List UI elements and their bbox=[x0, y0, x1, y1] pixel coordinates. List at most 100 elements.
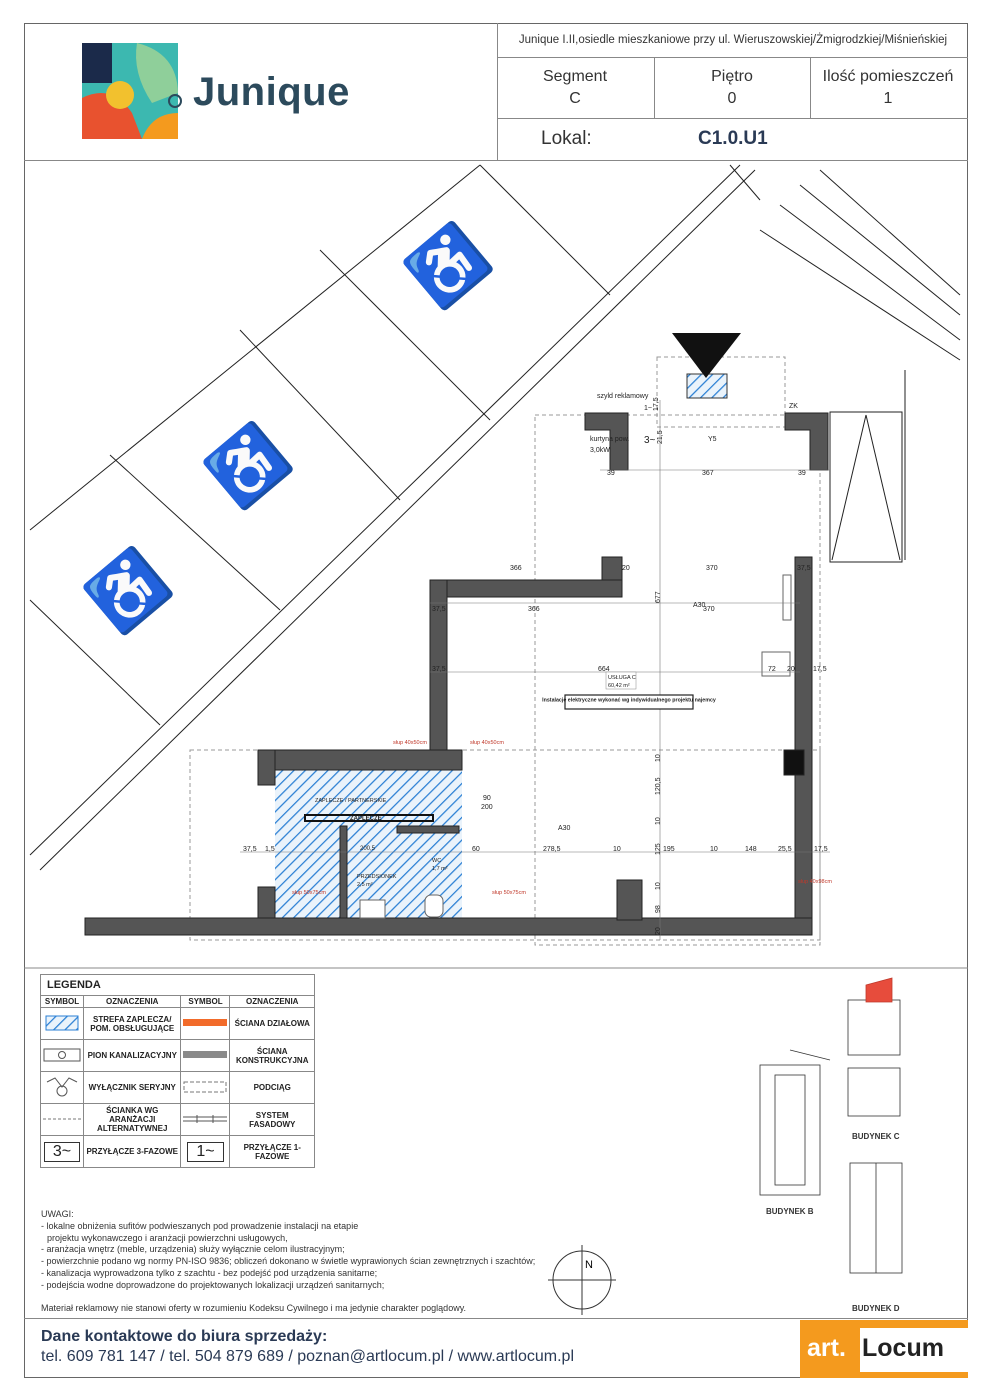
note-item: - aranżacja wnętrz (meble, urządzenia) s… bbox=[41, 1244, 345, 1255]
back-room-label: ZAPLECZE / PARTNERSKIE bbox=[315, 798, 387, 804]
legend-label: PRZYŁĄCZE 1-FAZOWE bbox=[229, 1135, 315, 1168]
curtain-value: 3,0kW bbox=[590, 447, 610, 454]
dim-label: 37,5 bbox=[797, 565, 811, 572]
footer-divider bbox=[24, 1318, 968, 1319]
legend-label: WYŁĄCZNIK SERYJNY bbox=[82, 1071, 182, 1104]
corridor-area: 2,5 m² bbox=[357, 882, 373, 888]
legend-header: OZNACZENIA bbox=[82, 995, 182, 1008]
disclaimer: Materiał reklamowy nie stanowi oferty w … bbox=[41, 1302, 467, 1313]
y5-label: Y5 bbox=[708, 436, 717, 443]
header-divider bbox=[654, 57, 655, 118]
legend-label: ŚCIANA DZIAŁOWA bbox=[229, 1007, 315, 1040]
entrance-arrow-icon bbox=[672, 333, 741, 378]
legend-label: PION KANALIZACYJNY bbox=[82, 1039, 182, 1072]
building-c-label: BUDYNEK C bbox=[852, 1132, 900, 1141]
building-c-plan bbox=[847, 999, 901, 1056]
dim-label: 20 bbox=[622, 565, 630, 572]
legend-title: LEGENDA bbox=[40, 974, 315, 996]
dimension-lines bbox=[240, 400, 830, 940]
dim-label: 60 bbox=[472, 846, 480, 853]
junique-logo-icon bbox=[82, 43, 182, 139]
dim-label: A30 bbox=[693, 602, 706, 609]
note-item: - lokalne obniżenia sufitów podwieszanyc… bbox=[41, 1220, 359, 1231]
corridor-label: PRZEDSIONEK bbox=[357, 874, 397, 880]
logo-text: Junique bbox=[193, 70, 350, 114]
column-label: słup 40x50cm bbox=[393, 740, 427, 746]
dim-label: 20 bbox=[655, 927, 662, 935]
dim-label: 370 bbox=[703, 606, 715, 613]
dim-label: 195 bbox=[663, 846, 675, 853]
zk-label: ZK bbox=[789, 403, 798, 410]
notes-title: UWAGI: bbox=[41, 1209, 74, 1219]
dim-label: 17,5 bbox=[814, 846, 828, 853]
dim-label: 72 bbox=[768, 666, 776, 673]
building-d-label: BUDYNEK D bbox=[852, 1304, 900, 1313]
room-name: USŁUGA C bbox=[608, 675, 636, 681]
dim-label: 17,5 bbox=[653, 397, 660, 411]
dim-label: 17,5 bbox=[813, 666, 827, 673]
dim-label: 148 bbox=[745, 846, 757, 853]
wc-label: WC bbox=[432, 858, 441, 864]
dim-label: A30 bbox=[558, 825, 571, 832]
building-b-label: BUDYNEK B bbox=[766, 1207, 814, 1216]
floor-value: 0 bbox=[727, 90, 737, 107]
dim-label: 366 bbox=[510, 565, 522, 572]
dim-label: 200 bbox=[481, 804, 493, 811]
one-phase-symbol: 1~ bbox=[187, 1141, 224, 1162]
dim-label: 278,5 bbox=[543, 846, 561, 853]
sheet-frame bbox=[24, 23, 968, 1378]
one-phase-icon: 1~ bbox=[180, 1135, 231, 1168]
legend-header: SYMBOL bbox=[180, 995, 231, 1008]
legend-label: ŚCIANA KONSTRUKCYJNA bbox=[229, 1039, 315, 1072]
note-item: projektu wykonawczego i aranżacji powier… bbox=[47, 1232, 288, 1243]
three-phase-icon: 3~ bbox=[40, 1135, 84, 1168]
compass-icon: N bbox=[548, 1245, 616, 1315]
dim-label: 20 bbox=[787, 666, 795, 673]
column-label: słup 50x75cm bbox=[292, 890, 326, 896]
legend-label: PODCIĄG bbox=[229, 1071, 315, 1104]
wheelchair-icon: ♿ bbox=[397, 215, 499, 316]
sign-label: szyld reklamowy bbox=[597, 393, 649, 400]
curtain-label: kurtyna pow. bbox=[590, 436, 629, 443]
dim-label: 1,5 bbox=[265, 846, 275, 853]
room-area: 60,42 m² bbox=[608, 683, 630, 689]
dim-label: 25,5 bbox=[778, 846, 792, 853]
compass-north: N bbox=[585, 1259, 593, 1271]
note-item: - podejścia wodne doprowadzone do projek… bbox=[41, 1279, 385, 1290]
legend-header: SYMBOL bbox=[40, 995, 84, 1008]
structural-wall-icon bbox=[180, 1039, 231, 1072]
legend-label: ŚCIANKA WG ARANŻACJI ALTERNATYWNEJ bbox=[82, 1103, 182, 1136]
dim-label: 10 bbox=[710, 846, 718, 853]
rooms-label: Ilość pomieszczeń bbox=[822, 68, 954, 85]
dim-label: 10 bbox=[613, 846, 621, 853]
dim-label: 98 bbox=[655, 905, 662, 913]
wheelchair-icon: ♿ bbox=[77, 540, 179, 641]
dim-label: 10 bbox=[655, 754, 662, 762]
dim-label: 37,5 bbox=[432, 606, 446, 613]
parking-area bbox=[29, 164, 961, 871]
dim-label: 10 bbox=[655, 882, 662, 890]
dim-label: 367 bbox=[702, 470, 714, 477]
dim-label: 664 bbox=[598, 666, 610, 673]
electrical-note: Instalacje elektryczne wykonać wg indywi… bbox=[542, 698, 716, 704]
header-divider bbox=[810, 57, 811, 118]
column-label: słup 50x75cm bbox=[492, 890, 526, 896]
segment-label: Segment bbox=[542, 68, 608, 85]
dim-label: 21,5 bbox=[657, 430, 664, 444]
dim-label: 370 bbox=[706, 565, 718, 572]
note-item: - powierzchnie podano wg normy PN-ISO 98… bbox=[41, 1256, 536, 1267]
note-item: - kanalizacja wyprowadzona tylko z szach… bbox=[41, 1267, 378, 1278]
wheelchair-icon: ♿ bbox=[197, 415, 299, 516]
three-phase-symbol: 3~ bbox=[43, 1141, 81, 1162]
dim-label: 125 bbox=[655, 843, 662, 855]
building-b-plan bbox=[759, 1064, 821, 1196]
legend-label: SYSTEM FASADOWY bbox=[229, 1103, 315, 1136]
contact-title: Dane kontaktowe do biura sprzedaży: bbox=[41, 1328, 328, 1345]
header-divider bbox=[497, 118, 968, 119]
three-phase-symbol: 3~ bbox=[644, 435, 656, 446]
legend-label: STREFA ZAPLECZA/ POM. OBSŁUGUJĄCE bbox=[82, 1007, 182, 1040]
one-phase-symbol: 1~ bbox=[644, 405, 652, 412]
